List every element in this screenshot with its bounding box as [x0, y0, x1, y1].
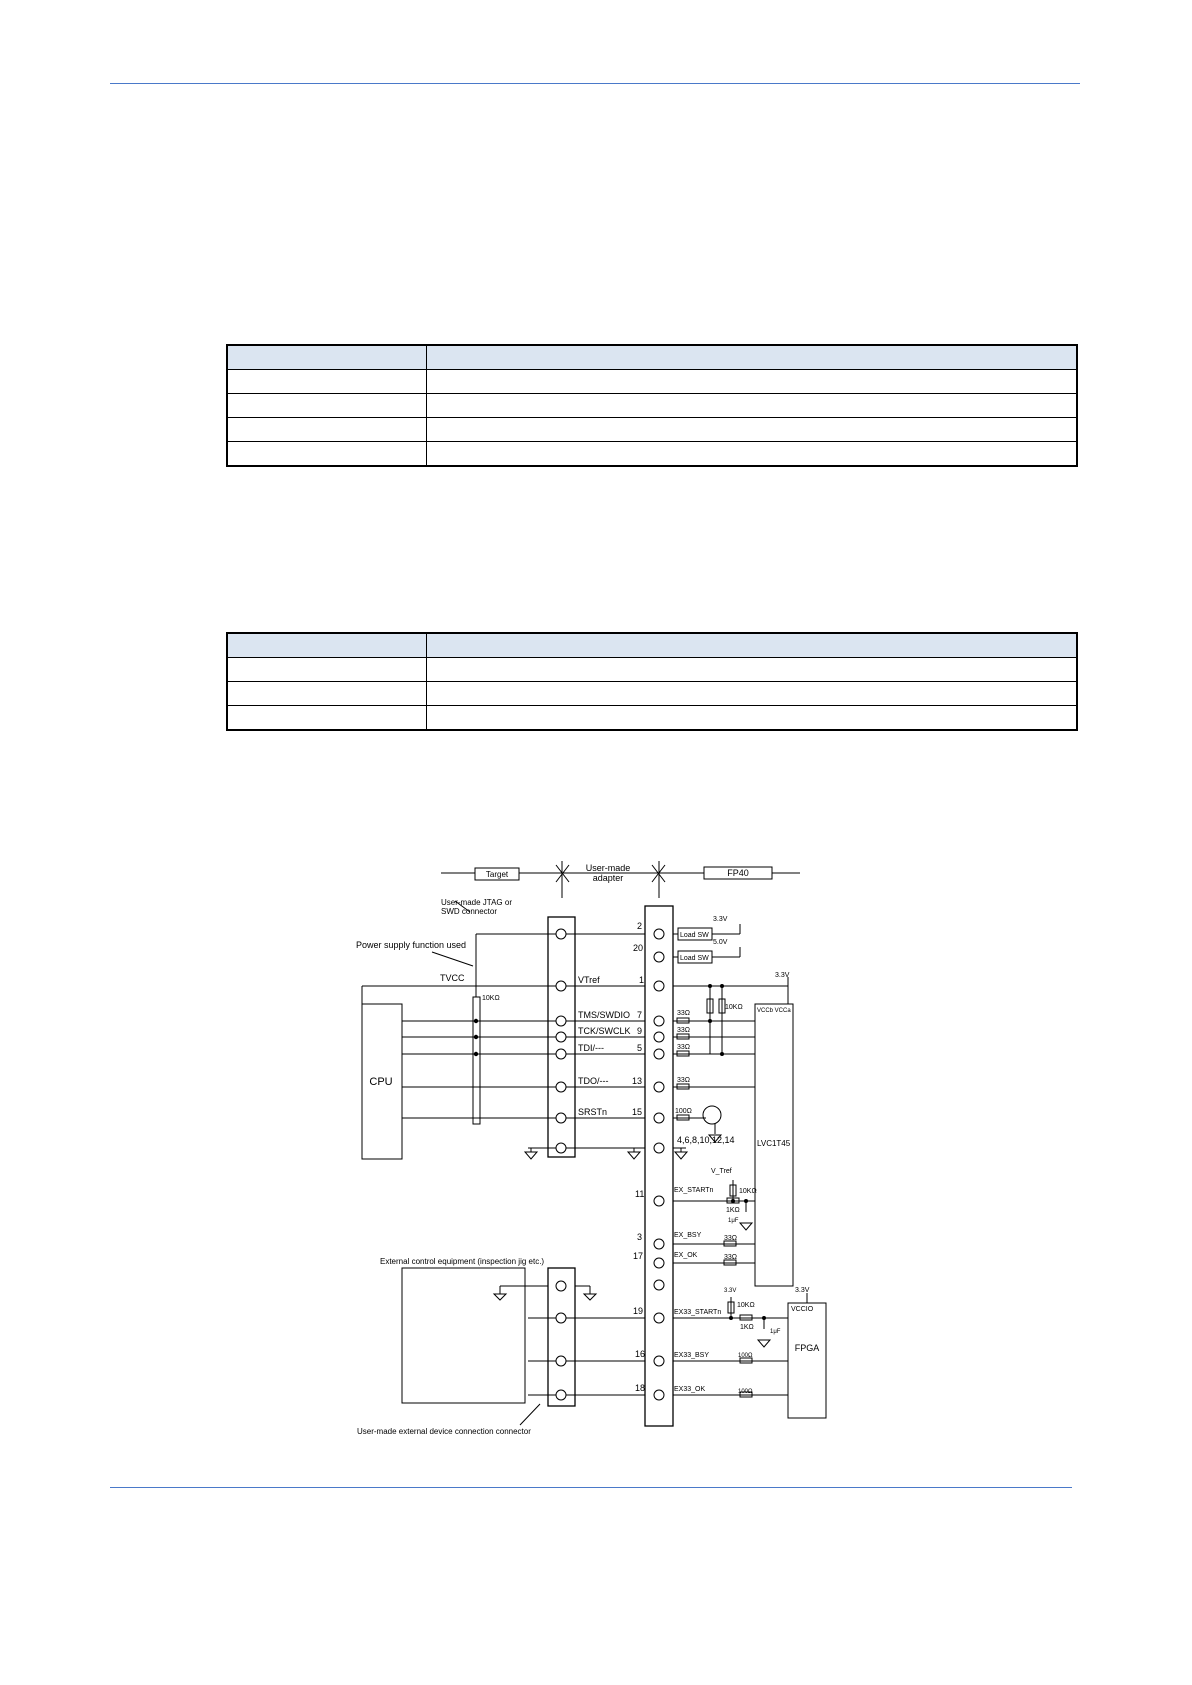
table-cell [426, 681, 1078, 706]
power-supply-label: Power supply function used [356, 940, 466, 950]
pin-number: 1 [639, 975, 644, 985]
tvcc-label: TVCC [440, 973, 465, 983]
pin-label-vtref: VTref [578, 975, 600, 985]
table-row [226, 441, 1078, 467]
table-cell [426, 705, 1078, 731]
signal-label: EX33_OK [674, 1386, 705, 1393]
pin-label-srst: SRSTn [578, 1107, 607, 1117]
load-switch-label: Load SW [680, 932, 709, 939]
load-switch-label: Load SW [680, 955, 709, 962]
table-cell [426, 441, 1078, 467]
jtag-connector-label: SWD connector [441, 907, 497, 916]
fpga-label: FPGA [795, 1343, 820, 1353]
cpu-label: CPU [369, 1076, 392, 1088]
pin-number: 2 [637, 921, 642, 931]
external-equipment-label: External control equipment (inspection j… [380, 1257, 544, 1266]
pin-number: 19 [633, 1306, 643, 1316]
voltage-label: 3.3V [724, 1288, 736, 1294]
pin-number: 13 [632, 1076, 642, 1086]
pin-label-tdi: TDI/--- [578, 1043, 604, 1053]
table-cell [226, 369, 427, 394]
signal-label: EX_STARTn [674, 1187, 714, 1194]
table-cell [226, 705, 427, 731]
signal-label: EX33_BSY [674, 1352, 709, 1359]
pin-label-tms: TMS/SWDIO [578, 1010, 630, 1020]
vcc-pins-label: VCCb VCCa [757, 1008, 791, 1014]
vtref-label: V_Tref [711, 1168, 732, 1175]
resistor-label: 33Ω [677, 1027, 690, 1034]
pin-number: 4,6,8,10,12,14 [677, 1135, 735, 1145]
external-connector-label: User-made external device connection con… [357, 1427, 531, 1436]
resistor-label: 1KΩ [740, 1324, 754, 1331]
footer-rule [110, 1487, 1072, 1488]
resistor-label: 10KΩ [725, 1004, 743, 1011]
resistor-label: 33Ω [724, 1235, 737, 1242]
pin-number: 5 [637, 1043, 642, 1053]
signal-label: EX_OK [674, 1252, 698, 1259]
adapter-label: adapter [593, 873, 624, 883]
pin-number: 7 [637, 1010, 642, 1020]
table-cell [226, 393, 427, 418]
pin-number: 15 [632, 1107, 642, 1117]
signal-label: EX_BSY [674, 1232, 702, 1239]
adapter-label: User-made [586, 863, 631, 873]
voltage-label: 5.0V [713, 939, 728, 946]
voltage-label: 3.3V [795, 1287, 810, 1294]
pin-label-tdo: TDO/--- [578, 1076, 609, 1086]
resistor-label: 100Ω [675, 1108, 692, 1115]
resistor-label: 100Ω [738, 1353, 753, 1359]
pin-number: 18 [635, 1383, 645, 1393]
pin-number: 16 [635, 1349, 645, 1359]
pin-number: 3 [637, 1232, 642, 1242]
lvc-label: LVC1T45 [757, 1139, 791, 1148]
fp40-label: FP40 [727, 868, 749, 878]
table-cell [226, 681, 427, 706]
pin-number: 17 [633, 1251, 643, 1261]
pin-label-tck: TCK/SWCLK [578, 1026, 631, 1036]
resistor-label: 10KΩ [482, 995, 500, 1002]
voltage-label: 3.3V [713, 916, 728, 923]
spec-table-2 [226, 632, 1078, 731]
resistor-label: 33Ω [677, 1044, 690, 1051]
spec-table-1 [226, 344, 1078, 467]
table-header-row [226, 632, 1078, 658]
table-cell [226, 417, 427, 442]
header-rule [110, 83, 1080, 84]
resistor-label: 10KΩ [739, 1188, 757, 1195]
pin-number: 20 [633, 943, 643, 953]
pin-number: 11 [635, 1189, 644, 1199]
resistor-label: 33Ω [677, 1077, 690, 1084]
jtag-connector-label: User-made JTAG or [441, 898, 512, 907]
table-cell [226, 657, 427, 682]
capacitor-label: 1μF [728, 1218, 739, 1224]
table-row [226, 417, 1078, 442]
resistor-label: 33Ω [677, 1010, 690, 1017]
table-cell [426, 417, 1078, 442]
resistor-label: 100Ω [738, 1389, 753, 1395]
table-header-cell [426, 632, 1078, 658]
pin-number: 9 [637, 1026, 642, 1036]
signal-label: EX33_STARTn [674, 1309, 721, 1316]
voltage-label: 3.3V [775, 972, 790, 979]
capacitor-label: 1μF [770, 1329, 781, 1335]
vccio-label: VCCIO [791, 1306, 814, 1313]
resistor-label: 33Ω [724, 1254, 737, 1261]
resistor-label: 10KΩ [737, 1302, 755, 1309]
resistor-label: 1KΩ [726, 1207, 740, 1214]
table-cell [226, 441, 427, 467]
target-label: Target [486, 870, 509, 879]
table-row [226, 681, 1078, 706]
table-row [226, 705, 1078, 731]
